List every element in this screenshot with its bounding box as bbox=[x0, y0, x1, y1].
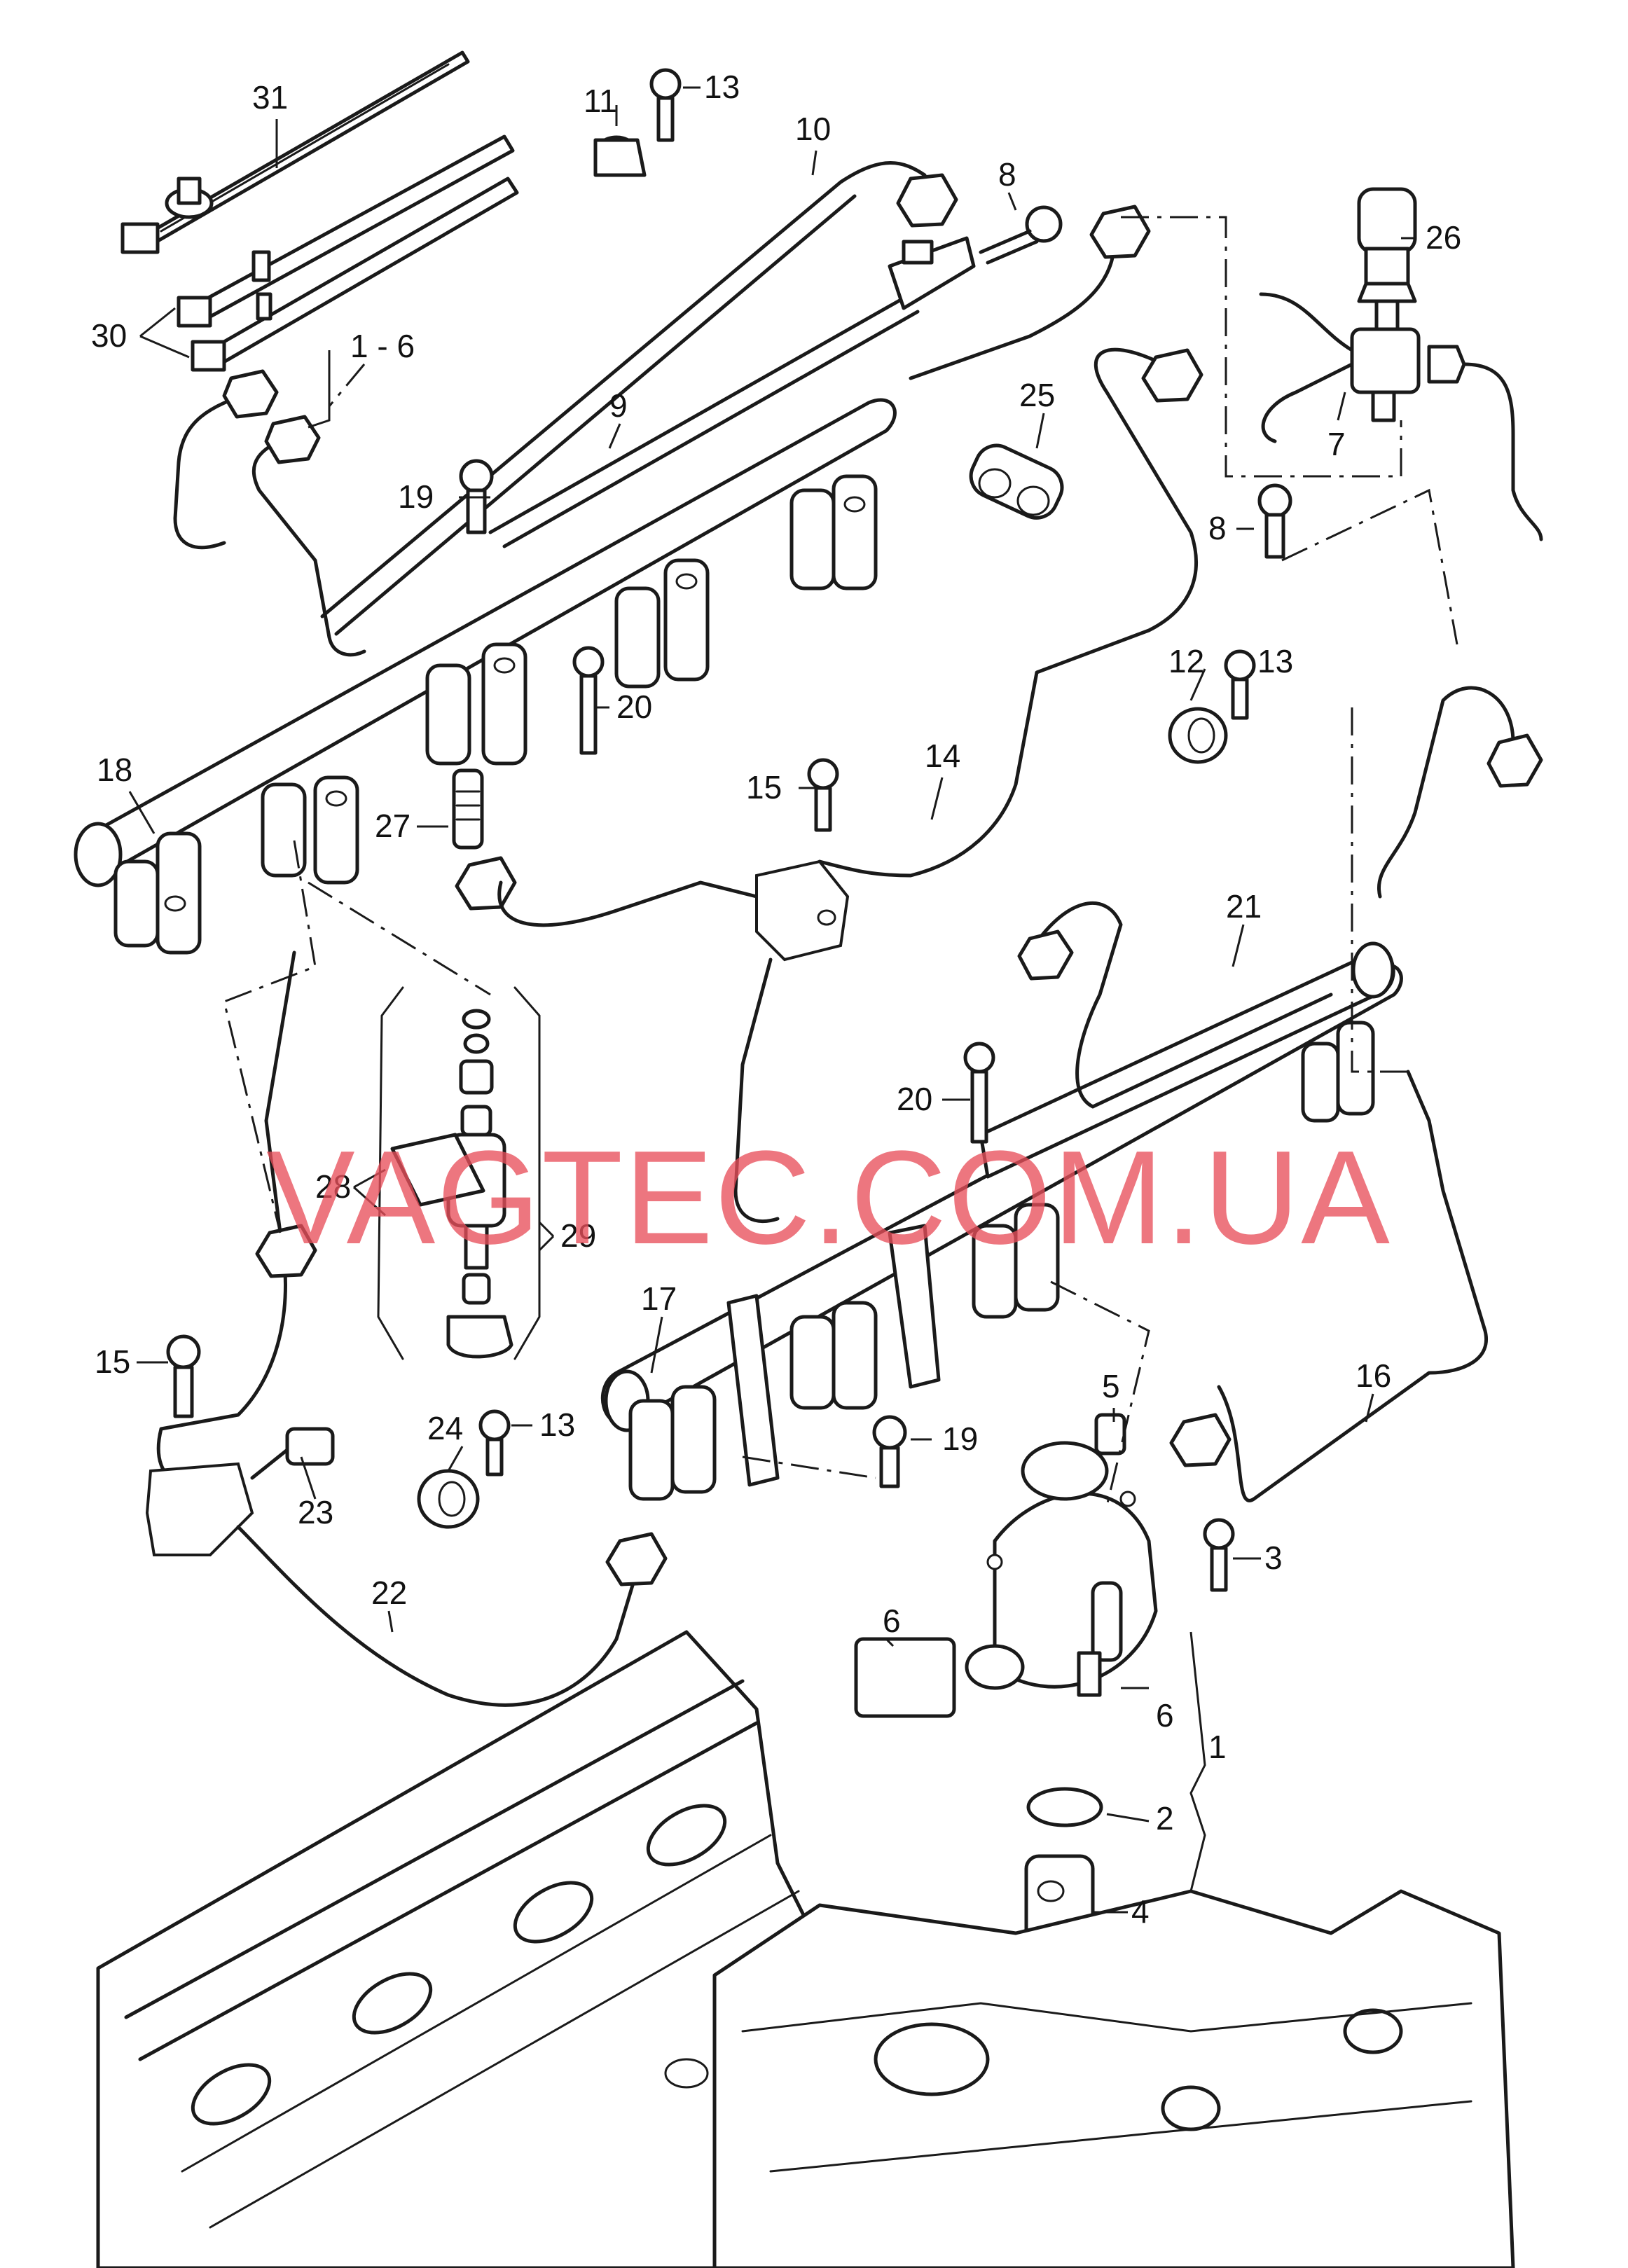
callout-6-right: 6 bbox=[1156, 1697, 1174, 1734]
cylinder-head bbox=[96, 1630, 829, 2268]
bolt-19-lower bbox=[872, 1415, 907, 1488]
bolt-8-top bbox=[888, 205, 1063, 310]
fuel-line-left-loop bbox=[173, 369, 366, 657]
bolt-20-top bbox=[572, 646, 605, 755]
callout-7: 7 bbox=[1327, 426, 1346, 462]
callout-26: 26 bbox=[1426, 219, 1461, 256]
callout-15-lower: 15 bbox=[95, 1343, 130, 1380]
callout-30: 30 bbox=[91, 317, 127, 354]
callout-8-top: 8 bbox=[998, 156, 1016, 193]
callout-15-top: 15 bbox=[746, 769, 782, 805]
cable-ties-30 bbox=[177, 134, 519, 372]
callout-31: 31 bbox=[252, 79, 288, 116]
callout-20-lower: 20 bbox=[897, 1081, 932, 1117]
bolt-15-lower bbox=[166, 1334, 201, 1418]
callout-27: 27 bbox=[375, 808, 411, 844]
callout-10: 10 bbox=[795, 111, 831, 147]
fuel-line-22 bbox=[145, 950, 668, 1707]
callout-13-top: 13 bbox=[704, 69, 740, 105]
sensor-23 bbox=[250, 1427, 335, 1480]
callout-1-6: 1 - 6 bbox=[350, 328, 415, 364]
fuel-line-21-16 bbox=[1017, 686, 1543, 1502]
callout-16: 16 bbox=[1355, 1357, 1391, 1394]
callout-23: 23 bbox=[298, 1494, 333, 1530]
nozzle-27 bbox=[452, 768, 517, 911]
callout-8-lower: 8 bbox=[1208, 510, 1227, 546]
distributor-block-14 bbox=[497, 859, 850, 1224]
bolt-13-top bbox=[649, 68, 682, 142]
bolt-20-lower bbox=[963, 1042, 995, 1144]
callout-13-lower: 13 bbox=[539, 1406, 575, 1443]
fuel-line-14 bbox=[818, 205, 1203, 878]
plug-25 bbox=[969, 443, 1064, 520]
callout-25: 25 bbox=[1019, 377, 1055, 413]
injector-detail-28-29 bbox=[377, 986, 541, 1360]
high-pressure-pump-1 bbox=[854, 1441, 1158, 1718]
clamp-24 bbox=[417, 1409, 511, 1529]
callout-21: 21 bbox=[1226, 888, 1262, 925]
callout-19-lower: 19 bbox=[942, 1420, 978, 1457]
callout-5: 5 bbox=[1102, 1368, 1120, 1404]
callout-labels: 31 30 1 - 6 11 13 10 8 26 9 25 7 19 8 12… bbox=[91, 69, 1461, 1930]
callout-28: 28 bbox=[315, 1168, 351, 1205]
clamp-12 bbox=[1168, 649, 1256, 764]
cable-tie-31 bbox=[120, 50, 470, 254]
callout-13-mid: 13 bbox=[1257, 643, 1293, 679]
callout-6-left: 6 bbox=[883, 1603, 901, 1639]
callout-19-top: 19 bbox=[398, 478, 434, 515]
callout-9: 9 bbox=[609, 387, 628, 424]
o-ring-2 bbox=[1026, 1787, 1103, 1827]
callout-2: 2 bbox=[1156, 1800, 1174, 1837]
callout-14: 14 bbox=[925, 738, 960, 774]
bolt-3 bbox=[1203, 1518, 1235, 1592]
leader-lines bbox=[128, 86, 1415, 1914]
callout-12: 12 bbox=[1168, 643, 1204, 679]
callout-18: 18 bbox=[97, 752, 132, 788]
bolt-8-lower bbox=[1257, 483, 1292, 559]
reference-lines bbox=[223, 216, 1458, 1507]
pressure-sensor-26 bbox=[1357, 187, 1417, 331]
fuel-line-10 bbox=[320, 161, 958, 636]
callout-1: 1 bbox=[1208, 1729, 1227, 1765]
callout-20-top: 20 bbox=[616, 689, 652, 725]
callout-22: 22 bbox=[371, 1575, 407, 1611]
clamp-11 bbox=[593, 135, 647, 177]
bolt-15-top bbox=[807, 758, 839, 832]
distributor-7 bbox=[1259, 292, 1543, 541]
watermark-text: VAGTEC.COM.UA bbox=[266, 1123, 1391, 1272]
callout-11: 11 bbox=[584, 83, 617, 119]
engine-block-right bbox=[664, 1889, 1515, 2268]
callout-4: 4 bbox=[1131, 1893, 1150, 1930]
callout-17: 17 bbox=[641, 1280, 677, 1317]
callout-29: 29 bbox=[560, 1217, 596, 1254]
fuel-rail-18 bbox=[74, 398, 897, 955]
callout-3: 3 bbox=[1264, 1540, 1283, 1576]
callout-24: 24 bbox=[427, 1410, 463, 1446]
bolt-5 bbox=[1094, 1413, 1126, 1455]
